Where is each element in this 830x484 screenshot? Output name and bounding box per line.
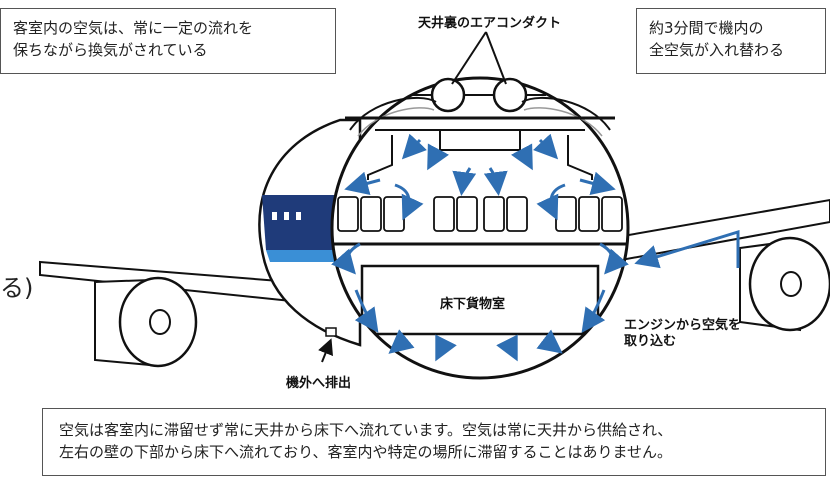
seats [337, 196, 623, 232]
ceiling-duct-label: 天井裏のエアコンダクト [418, 16, 562, 31]
fuselage-band [262, 195, 350, 250]
note-top-left-line1: 客室内の空気は、常に一定の流れを [13, 19, 254, 37]
note-top-right: 約3分間で機内の 全空気が入れ替わる [636, 8, 826, 74]
cut-text-fragment: る) [0, 274, 34, 302]
outflow-valve [325, 327, 337, 337]
note-top-left-line2: 保ちながら換気がされている [13, 41, 208, 59]
engine-intake-label-line1: エンジンから空気を [624, 318, 742, 333]
engine-intake-label-line2: 取り込む [624, 334, 677, 349]
note-top-right-line1: 約3分間で機内の [649, 19, 764, 37]
left-engine [94, 276, 198, 368]
note-bottom: 空気は客室内に滞留せず常に天井から床下へ流れています。空気は常に天井から供給され… [42, 408, 826, 476]
window [296, 212, 301, 220]
exhaust-arrow [318, 338, 333, 363]
note-top-left: 客室内の空気は、常に一定の流れを 保ちながら換気がされている [0, 8, 336, 74]
engine-intake-arrow [634, 229, 740, 269]
ceiling-duct-fans [412, 77, 546, 113]
cargo-hold-label: 床下貨物室 [440, 297, 506, 312]
engine-intake-label: エンジンから空気を 取り込む [624, 318, 741, 350]
exhaust-label: 機外へ排出 [286, 376, 352, 391]
duct-callout [451, 31, 507, 85]
note-bottom-line2: 左右の壁の下部から床下へ流れており、客室内や特定の場所に滞留することはありません… [59, 443, 673, 461]
note-bottom-line1: 空気は客室内に滞留せず常に天井から床下へ流れています。空気は常に天井から供給され… [59, 421, 673, 439]
window [284, 212, 289, 220]
window [272, 212, 277, 220]
airflow-arrows [331, 133, 629, 362]
right-engine [739, 236, 830, 332]
note-top-right-line2: 全空気が入れ替わる [649, 41, 785, 59]
